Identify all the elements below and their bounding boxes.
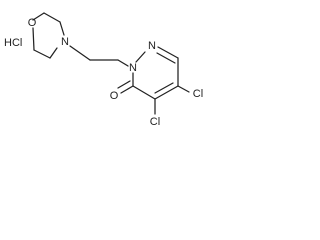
pyridazinone-ring	[132, 46, 179, 100]
bond-c4-c3	[132, 85, 156, 100]
morpholine-ring	[32, 12, 65, 59]
salt-label: HCl	[4, 37, 22, 49]
bond-c4-o	[32, 27, 35, 51]
chlorine-5-label: Cl	[193, 88, 203, 100]
chlorine-4-label: Cl	[150, 116, 160, 128]
bond-c3-o	[120, 85, 134, 94]
morpholine-nitrogen-label: N	[61, 36, 69, 48]
bond-n2-c6	[157, 46, 179, 59]
morpholine-oxygen-label: O	[28, 17, 37, 29]
bond-ch2b-n1	[117, 59, 129, 67]
bond-c3-o-double	[117, 80, 131, 89]
bond-n2-c6-double	[156, 52, 176, 64]
bond-c3-c4	[33, 49, 51, 59]
atom-labels: O N N N O Cl Cl	[28, 17, 203, 128]
ethyl-linker	[69, 45, 129, 67]
ring-nitrogen-2-label: N	[148, 40, 156, 52]
ring-nitrogen-1-label: N	[129, 62, 137, 74]
bond-c2-n	[59, 21, 65, 36]
bond-c5-cl	[177, 85, 190, 93]
bond-n1-n2	[135, 51, 146, 63]
chemical-structure: O N N N O Cl Cl HCl	[4, 12, 203, 128]
bond-n-ch2a	[69, 45, 91, 61]
bond-c5-c4-double	[154, 82, 174, 94]
bond-n-c3	[49, 47, 58, 59]
carbonyl-oxygen-label: O	[110, 90, 119, 102]
bond-c1-c2	[43, 12, 61, 23]
bond-c5-c4	[154, 85, 179, 100]
bond-o-c1	[32, 12, 45, 21]
substituents	[117, 80, 190, 115]
